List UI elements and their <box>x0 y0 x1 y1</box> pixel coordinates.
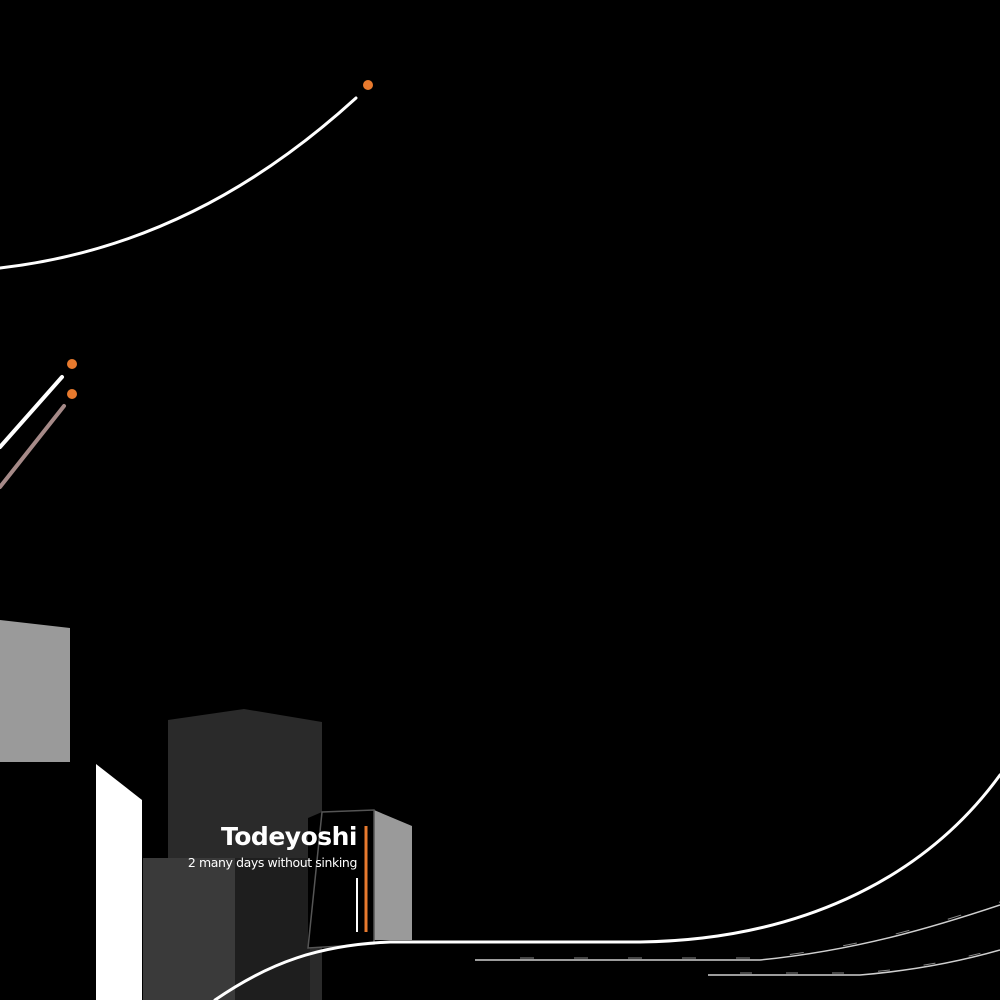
rail-line-lower <box>708 949 1000 976</box>
sign-box-side <box>374 810 412 940</box>
left-gray-block <box>0 620 70 762</box>
upper-arc-dot <box>363 80 373 90</box>
left-diagonal-white-line <box>0 375 64 449</box>
dark-box-side <box>235 858 310 1000</box>
left-diagonal-dot-1 <box>67 359 77 369</box>
rail-line-upper-dashes <box>520 901 1000 959</box>
dark-box-front <box>143 858 235 1000</box>
rail-line-upper <box>475 904 1000 961</box>
left-diagonal-muted-line <box>0 404 66 489</box>
upper-arc-line <box>0 96 358 270</box>
artist-name: Todeyoshi <box>221 822 357 851</box>
rail-line-lower-dashes <box>740 947 1000 974</box>
white-slab <box>96 764 142 1000</box>
main-sweep-curve <box>213 773 1000 1000</box>
album-title: 2 many days without sinking <box>187 855 358 870</box>
left-diagonal-dot-2 <box>67 389 77 399</box>
